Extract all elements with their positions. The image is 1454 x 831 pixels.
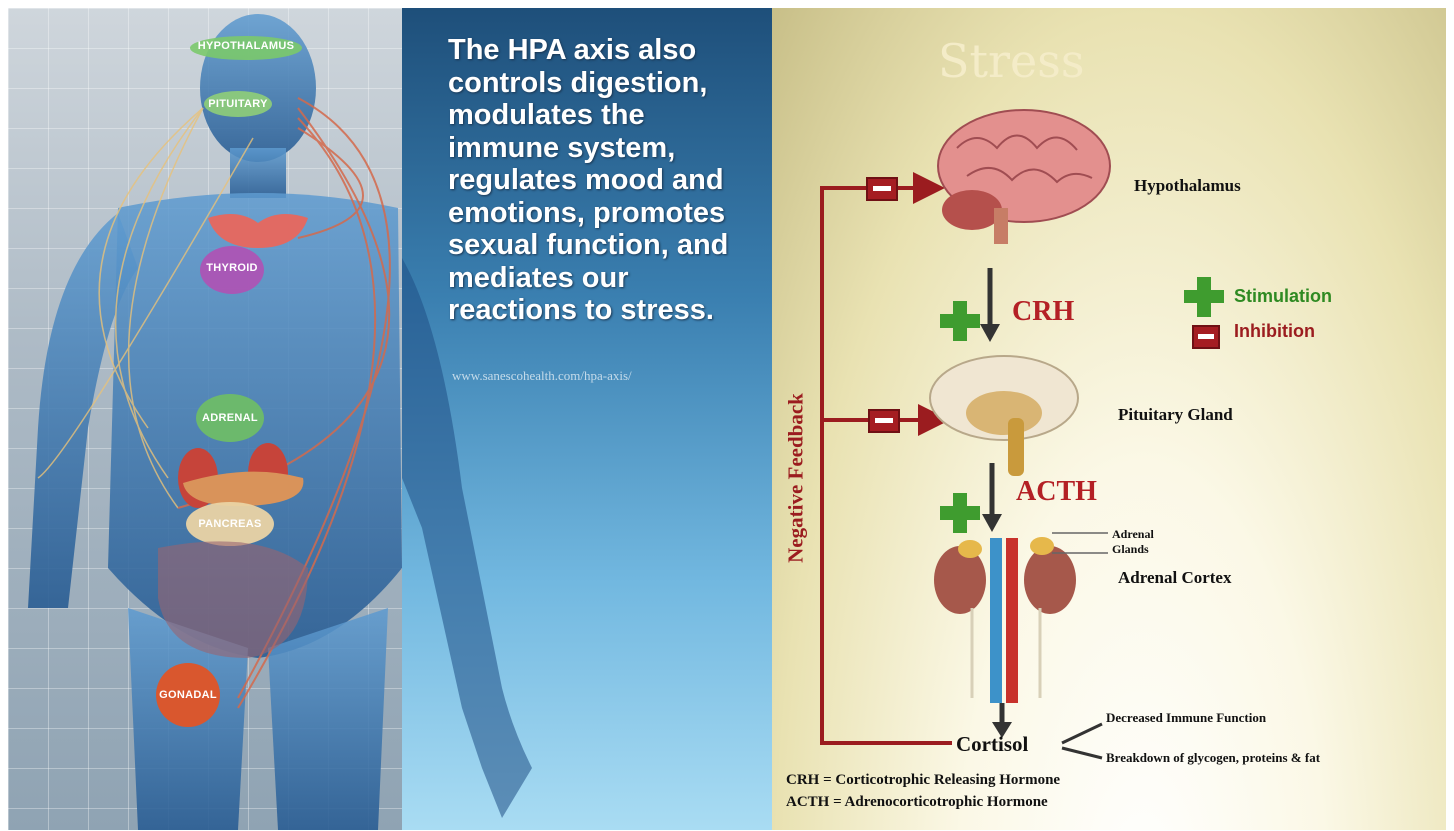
crh-definition: CRH = Corticotrophic Releasing Hormone [786,772,1060,789]
arrow-crh-head [980,324,1000,342]
effect-arrow-breakdown [1062,748,1102,758]
stimulation-plus-icon [940,493,980,533]
acth-label: ACTH [1016,476,1097,508]
stress-diagram-panel: Stress Hypothalamus CRH Stimulation Inhi… [772,8,1446,830]
stimulation-plus-icon [940,301,980,341]
legend-stimulation-icon [1184,277,1224,317]
legend-inhibition-label: Inhibition [1234,321,1315,342]
brain-illustration [938,110,1110,244]
pancreas-organ-label: PANCREAS [198,518,261,530]
arrow-acth-head [982,514,1002,532]
stress-diagram-graphics [772,8,1446,830]
acth-definition: ACTH = Adrenocorticotrophic Hormone [786,794,1048,811]
head-shape [200,14,316,162]
hypothalamus-label: Hypothalamus [1134,176,1241,196]
gonadal-organ-label: GONADAL [159,689,217,701]
adrenal-kidney-illustration [934,537,1076,703]
feedback-line [822,188,952,743]
hpa-info-panel: The HPA axis also controls digestion, mo… [402,8,772,830]
legend-stimulation-label: Stimulation [1234,286,1332,307]
adrenal-glands-label-line1: Adrenal [1112,527,1154,542]
negative-feedback-label: Negative Feedback [784,393,809,563]
effect-arrow-immune [1062,724,1102,743]
hypothalamus-organ-label: HYPOTHALAMUS [198,40,295,52]
crh-label: CRH [1012,296,1074,328]
inhibition-icon [867,178,897,200]
thyroid-organ-label: THYROID [206,262,258,274]
pituitary-brain-illustration [930,356,1078,476]
pituitary-organ-label: PITUITARY [208,98,268,110]
stress-title: Stress [938,34,1084,88]
hpa-description-text: The HPA axis also controls digestion, mo… [448,34,758,327]
neck-shape [230,148,286,198]
source-url: www.sanescohealth.com/hpa-axis/ [452,368,632,384]
pituitary-gland-label: Pituitary Gland [1118,405,1233,425]
effect-immune-label: Decreased Immune Function [1106,710,1266,726]
body-illustration-panel: HYPOTHALAMUS PITUITARY THYROID ADRENAL P… [8,8,402,830]
adrenal-glands-label-line2: Glands [1112,542,1149,557]
legend-inhibition-icon [1193,326,1219,348]
adrenal-organ-label: ADRENAL [202,412,258,424]
adrenal-cortex-label: Adrenal Cortex [1118,568,1231,588]
inhibition-icon [869,410,899,432]
cortisol-label: Cortisol [956,732,1028,757]
effect-breakdown-label: Breakdown of glycogen, proteins & fat [1106,750,1320,766]
